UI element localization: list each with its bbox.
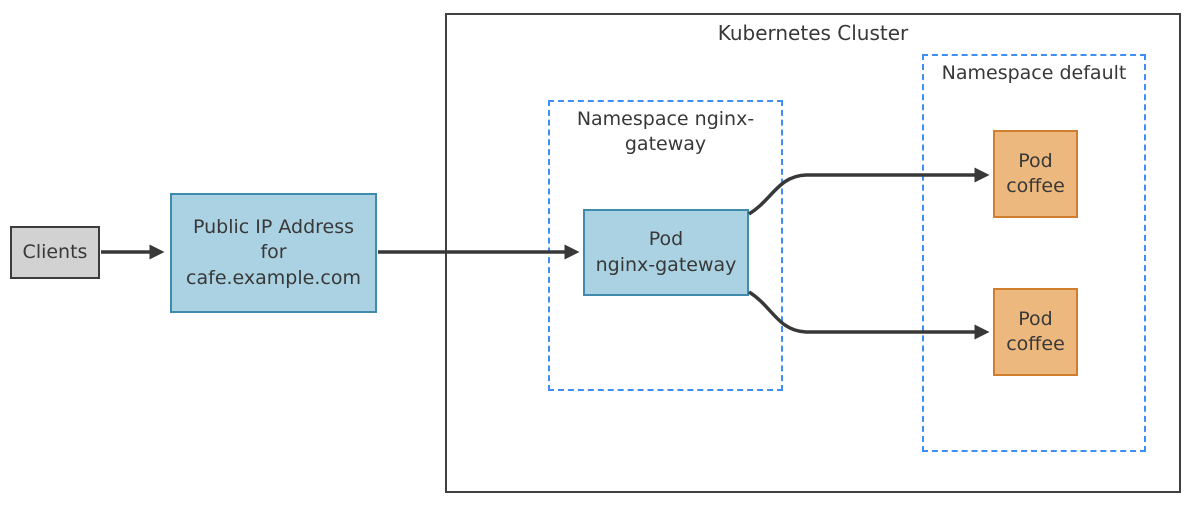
pod-coffee-bottom-label-line1: Pod	[1018, 307, 1053, 330]
namespace-nginx-gateway-label-line2: nginx-gateway	[624, 108, 755, 156]
pod-nginx-gateway-label-line1: Pod	[648, 228, 684, 251]
clients-node: Clients	[10, 226, 100, 279]
public-ip-label-line1: Public IP Address	[192, 215, 355, 238]
namespace-default-box: Namespace default	[922, 54, 1146, 452]
kubernetes-cluster-title: Kubernetes Cluster	[717, 21, 909, 45]
public-ip-label-line2: for	[260, 241, 287, 264]
pod-coffee-top-label-line2: coffee	[1006, 175, 1065, 197]
pod-coffee-bottom-node: Pod coffee	[993, 288, 1078, 376]
namespace-default-label-line1: Namespace	[941, 62, 1054, 84]
pod-nginx-gateway-node: Pod nginx-gateway	[583, 209, 749, 296]
public-ip-node: Public IP Address for cafe.example.com	[170, 193, 377, 313]
pod-nginx-gateway-label-line2: nginx-gateway	[595, 253, 737, 276]
pod-coffee-bottom-label-line2: coffee	[1006, 333, 1065, 355]
namespace-nginx-gateway-label-line1: Namespace	[576, 108, 689, 130]
clients-node-label: Clients	[22, 240, 88, 263]
namespace-default-label-line2: default	[1059, 62, 1127, 84]
namespace-nginx-gateway-box: Namespace nginx-gateway	[548, 100, 783, 391]
pod-coffee-top-node: Pod coffee	[993, 130, 1078, 218]
pod-coffee-top-label-line1: Pod	[1018, 149, 1053, 172]
public-ip-label-line3: cafe.example.com	[186, 266, 361, 289]
